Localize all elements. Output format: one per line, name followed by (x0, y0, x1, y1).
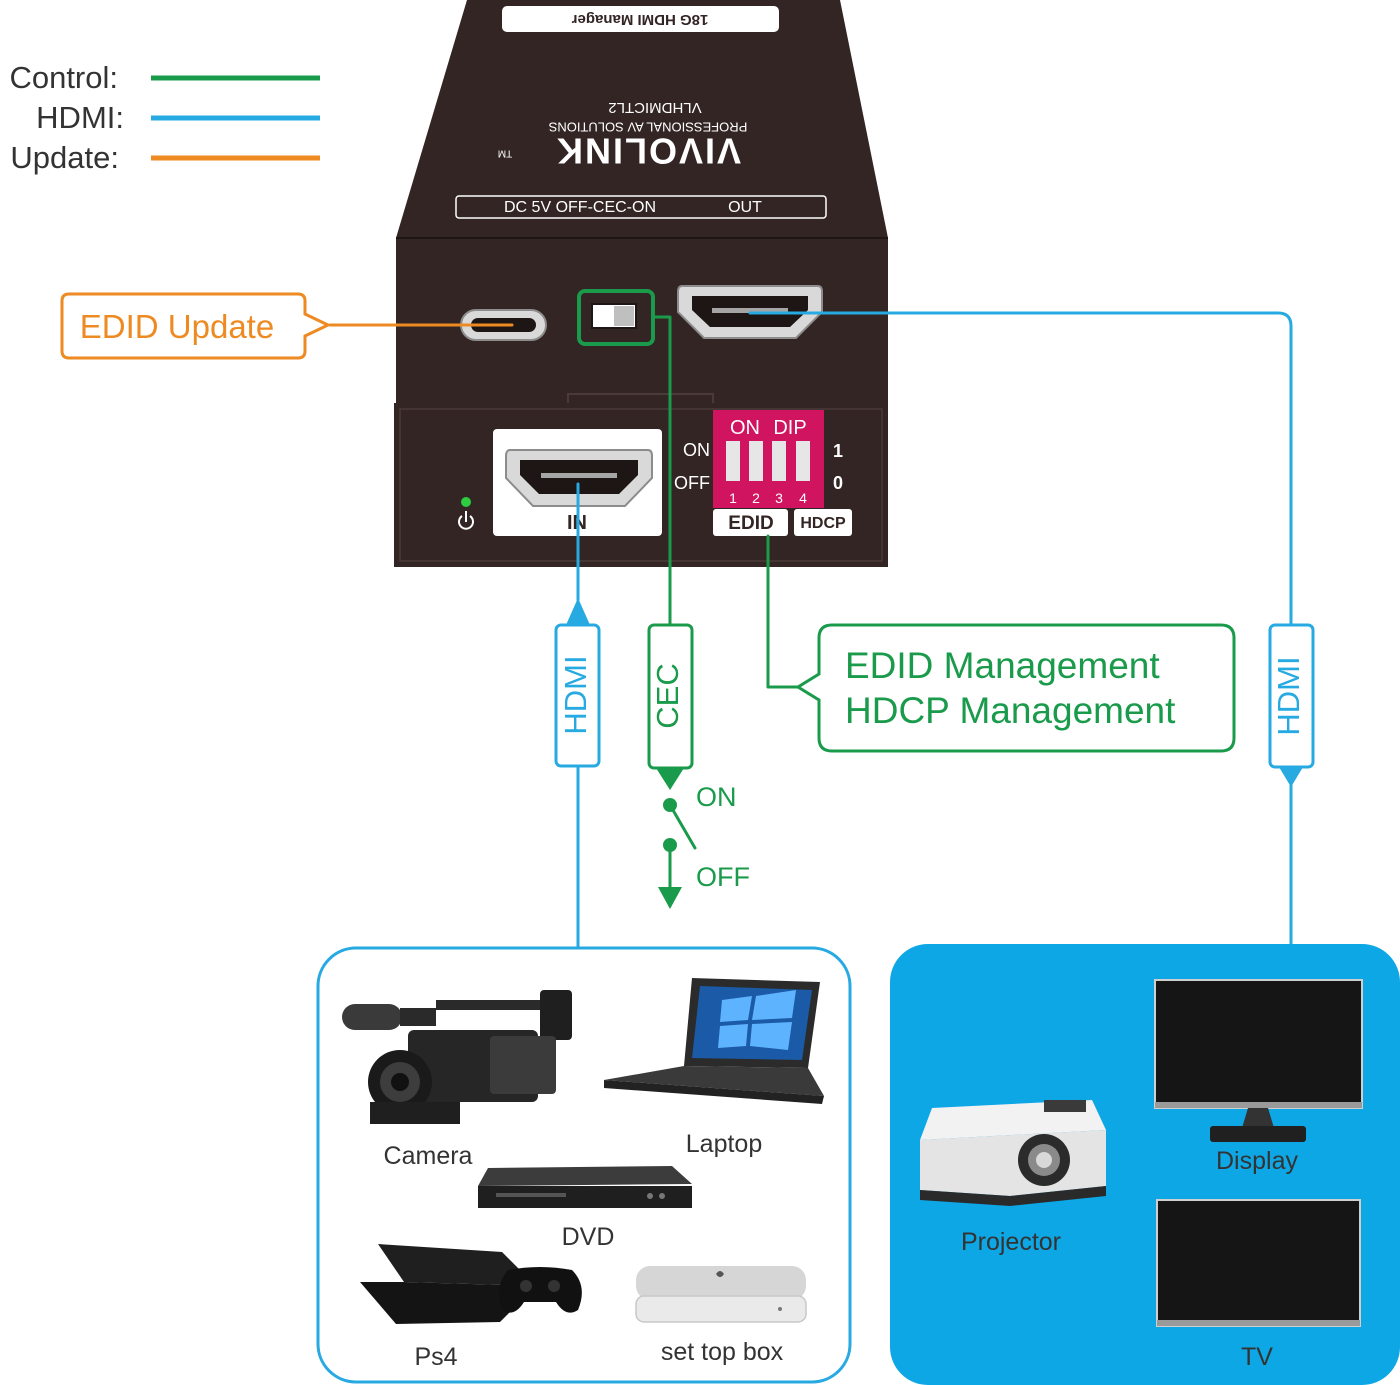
hdmi-in-up-arrow (566, 598, 590, 625)
dip-state-one: 1 (833, 441, 843, 461)
laptop-label: Laptop (686, 1130, 762, 1158)
dip-number-1: 1 (729, 490, 737, 506)
legend-update-label: Update: (10, 140, 119, 175)
model-plate-text: 18G HDMI Manager (571, 11, 708, 28)
dip-switch-3[interactable] (772, 441, 786, 481)
power-icon (458, 511, 474, 530)
display-label: Display (1216, 1147, 1298, 1175)
management-callout: EDID Management HDCP Management (795, 623, 1236, 753)
legend: Control: HDMI: Update: (9, 60, 320, 175)
edid-dip-label: EDID (728, 513, 773, 534)
dip-switch-2[interactable] (749, 441, 763, 481)
dip-switch-4[interactable] (796, 441, 810, 481)
top-panel-label-right: OUT (728, 199, 762, 216)
top-panel-label-left: DC 5V OFF-CEC-ON (504, 199, 656, 216)
tv-icon (1156, 1199, 1361, 1327)
connection-lines (328, 311, 1293, 950)
hdmi-in-tag-label: HDMI (558, 655, 593, 734)
set-top-box-icon (635, 1266, 807, 1323)
dip-header-dip: DIP (773, 417, 806, 439)
device-top-surface (396, 0, 888, 238)
switch-off-contact (663, 838, 677, 852)
legend-control-label: Control: (9, 60, 118, 95)
cec-control-line (651, 315, 672, 627)
hdcp-management-text: HDCP Management (845, 690, 1176, 731)
ps4-icon (360, 1244, 582, 1324)
device-input-face: IN ON OFF ON DIP 1 2 3 4 1 0 EDID HDCP (394, 403, 888, 567)
dip-side-on-label: ON (683, 440, 710, 460)
model-code: VLHDMICTL2 (608, 99, 701, 116)
camera-label: Camera (384, 1142, 473, 1170)
switch-on-contact (663, 798, 677, 812)
edid-update-callout: EDID Update (60, 292, 332, 360)
cec-switch-lever (668, 803, 697, 850)
device-top: 18G HDMI Manager VLHDMICTL2 PROFESSIONAL… (396, 0, 888, 238)
laptop-icon (604, 978, 824, 1104)
ps4-label: Ps4 (414, 1343, 457, 1371)
edid-management-line (766, 534, 802, 689)
dip-header-on: ON (730, 417, 760, 439)
tv-label: TV (1241, 1343, 1273, 1371)
cec-down-arrow (656, 768, 684, 790)
hdmi-out-tag: HDMI (1268, 623, 1315, 769)
dip-number-4: 4 (799, 490, 807, 506)
display-monitor-icon (1154, 979, 1363, 1142)
device-output-face (396, 237, 888, 403)
cec-tag-label: CEC (650, 663, 685, 728)
ground-arrow (658, 887, 682, 909)
switch-on-label: ON (696, 782, 737, 812)
edid-label-box (713, 509, 788, 536)
camera-icon (342, 990, 572, 1124)
dip-state-zero: 0 (833, 473, 843, 493)
brand-tagline: PROFESSIONAL AV SOLUTIONS (548, 120, 747, 135)
hdcp-label-box (794, 509, 852, 536)
dip-side-off-label: OFF (674, 473, 710, 493)
hdmi-out-tag-label: HDMI (1271, 656, 1306, 735)
edid-management-text: EDID Management (845, 645, 1160, 686)
edid-update-text: EDID Update (80, 308, 274, 345)
cec-tag: CEC (647, 623, 694, 770)
dip-number-3: 3 (775, 490, 783, 506)
brand-logo: VIVOLINK (555, 130, 741, 171)
dvd-player-icon (478, 1166, 692, 1208)
dvd-label: DVD (562, 1223, 615, 1251)
projector-icon (920, 1100, 1106, 1206)
set-top-box-label: set top box (661, 1338, 784, 1366)
brand-trademark: TM (498, 147, 512, 158)
hdmi-in-tag: HDMI (554, 623, 601, 768)
switch-off-label: OFF (696, 862, 750, 892)
projector-label: Projector (961, 1228, 1061, 1256)
top-panel-label-box (455, 195, 827, 219)
dip-number-2: 2 (752, 490, 760, 506)
dip-switch-1[interactable] (726, 441, 740, 481)
hdmi-out-down-arrow (1279, 767, 1303, 787)
hdmi-out-line-top (748, 311, 1293, 627)
legend-hdmi-label: HDMI: (36, 100, 124, 135)
model-plate (502, 6, 779, 32)
power-led (461, 497, 471, 507)
hdcp-dip-label: HDCP (800, 515, 846, 532)
